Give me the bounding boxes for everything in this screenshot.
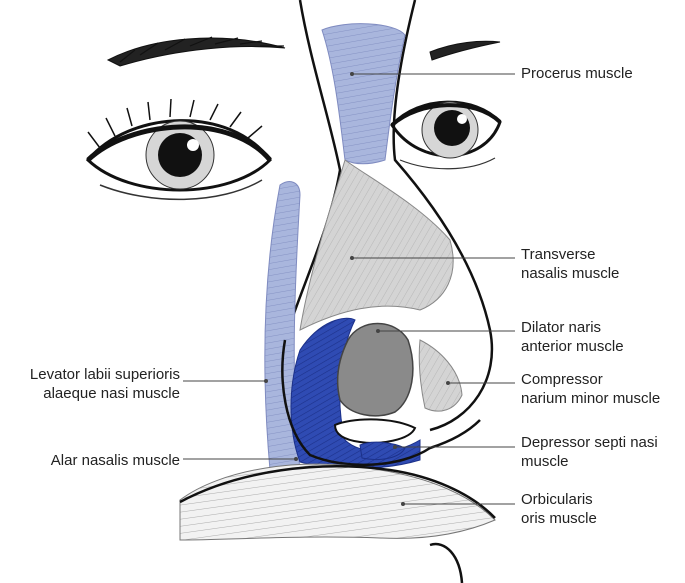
left-eyebrow-hairs bbox=[119, 36, 284, 63]
transverse-nasalis-shape bbox=[299, 159, 454, 331]
label-levator-labii-superioris-muscle: Levator labii superioris alaeque nasi mu… bbox=[29, 366, 180, 402]
nostril-shape bbox=[333, 418, 417, 444]
leader-dots bbox=[264, 72, 450, 506]
label-transverse-nasalis-muscle: Transverse nasalis muscle bbox=[521, 246, 620, 282]
label-compressor-narium-minor-muscle: Compressor narium minor muscle bbox=[521, 371, 661, 407]
nose-tip-outline bbox=[281, 339, 481, 467]
label-dilator-naris-anterior-muscle: Dilator naris anterior muscle bbox=[521, 319, 624, 355]
label-alar-nasalis-muscle: Alar nasalis muscle bbox=[50, 452, 180, 469]
orbicularis-oris-shape bbox=[179, 463, 496, 541]
chin-outline bbox=[429, 542, 464, 583]
right-eyebrow bbox=[429, 40, 501, 61]
nose-bridge-right bbox=[392, 0, 494, 432]
left-eyebrow bbox=[106, 37, 286, 67]
dilator-naris-shape bbox=[336, 322, 414, 417]
procerus-muscle-shape bbox=[321, 23, 406, 165]
label-depressor-septi-nasi-muscle: Depressor septi nasi muscle bbox=[521, 434, 658, 470]
upper-lip-outline bbox=[179, 465, 496, 519]
label-procerus-muscle: Procerus muscle bbox=[521, 65, 633, 82]
compressor-narium-shape bbox=[418, 339, 463, 412]
nose-bridge-left bbox=[283, 0, 342, 341]
eye-icon bbox=[390, 100, 502, 170]
eye-icon bbox=[85, 98, 272, 201]
label-orbicularis-oris-muscle: Orbicularis oris muscle bbox=[521, 491, 597, 527]
leader-lines bbox=[183, 73, 515, 505]
